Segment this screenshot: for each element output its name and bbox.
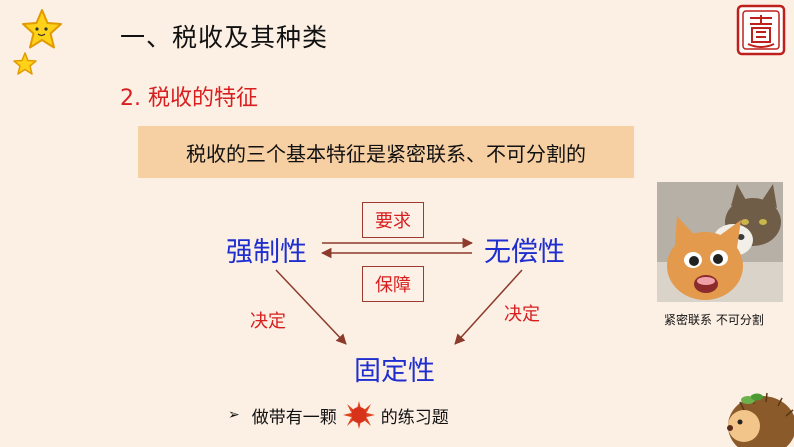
arrow-bullet-icon: ➢ <box>228 407 240 423</box>
edge-label-right: 决定 <box>504 304 540 325</box>
hedgehog-icon <box>727 392 794 447</box>
arrow-left-to-bottom <box>275 269 347 345</box>
node-fixed: 固定性 <box>354 356 435 387</box>
cats-illustration <box>657 182 783 302</box>
guarantee-label: 保障 <box>375 275 411 296</box>
requirement-box: 要求 <box>362 202 424 238</box>
requirement-label: 要求 <box>375 211 411 232</box>
node-compulsory: 强制性 <box>226 237 307 268</box>
exercise-note: ➢ 做带有一颗 的练习题 <box>228 401 449 429</box>
guarantee-box: 保障 <box>362 266 424 302</box>
edge-label-left: 决定 <box>250 311 286 332</box>
seal-logo-icon <box>736 4 786 56</box>
arrow-right-to-bottom <box>454 269 523 345</box>
node-gratuitous: 无偿性 <box>484 237 565 268</box>
star-small-icon <box>13 52 37 75</box>
page-title: 一、税收及其种类 <box>120 23 329 52</box>
sun-badge-icon <box>342 401 375 429</box>
photo-caption: 紧密联系 不可分割 <box>664 313 764 327</box>
exercise-note-prefix: 做带有一颗 <box>251 407 337 428</box>
exercise-note-suffix: 的练习题 <box>380 407 449 428</box>
cats-photo <box>657 182 783 302</box>
key-statement-banner: 税收的三个基本特征是紧密联系、不可分割的 <box>138 126 634 178</box>
section-subtitle: 2. 税收的特征 <box>120 86 258 111</box>
star-large-icon <box>22 9 62 49</box>
banner-text: 税收的三个基本特征是紧密联系、不可分割的 <box>186 141 586 166</box>
